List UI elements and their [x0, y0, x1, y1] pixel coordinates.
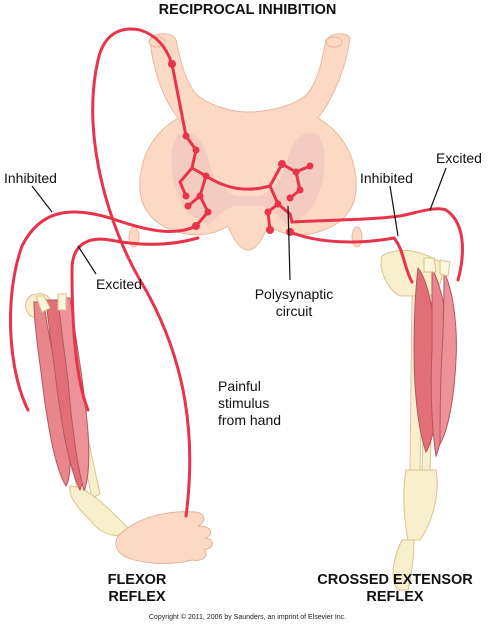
right-extensor-muscle	[413, 257, 457, 458]
label-inhibited-left: Inhibited	[4, 170, 57, 186]
label-excited-left: Excited	[96, 276, 142, 292]
crossed-extensor-line-2: REFLEX	[366, 589, 424, 605]
ventral-root-right	[351, 226, 363, 248]
leader-lines	[31, 167, 447, 281]
sensory-fiber	[91, 27, 192, 518]
copyright-notice: Copyright © 2011, 2006 by Saunders, an i…	[148, 614, 347, 621]
crossed-extensor-reflex-title: CROSSED EXTENSOR REFLEX	[300, 572, 490, 606]
label-inhibited-right: Inhibited	[360, 170, 413, 186]
left-inhibited-fiber	[9, 210, 198, 412]
nerve-pathways	[9, 27, 464, 518]
flexor-reflex-line-2: REFLEX	[108, 589, 166, 605]
label-excited-right: Excited	[436, 150, 482, 166]
left-flexor-muscle	[33, 293, 90, 492]
left-hand	[115, 511, 213, 564]
label-painful-stimulus: Painful stimulus from hand	[218, 378, 281, 429]
grey-matter	[171, 132, 325, 224]
stimulus-line-3: from hand	[218, 412, 282, 428]
polysynaptic-line-2: circuit	[275, 303, 313, 319]
right-excited-fiber	[290, 207, 464, 282]
dorsal-root-right	[325, 36, 343, 48]
polysynaptic-line-1: Polysynaptic	[254, 286, 334, 302]
flexor-reflex-title: FLEXOR REFLEX	[72, 572, 202, 606]
stimulus-line-1: Painful	[218, 378, 261, 394]
flexor-reflex-line-1: FLEXOR	[107, 572, 167, 588]
left-excited-fiber	[70, 236, 200, 412]
right-inhibited-fiber	[288, 230, 414, 284]
synapse-knobs	[168, 60, 314, 236]
crossed-extensor-line-1: CROSSED EXTENSOR	[317, 572, 473, 588]
stimulus-line-2: stimulus	[218, 395, 270, 411]
diagram-title: RECIPROCAL INHIBITION	[158, 2, 337, 18]
label-polysynaptic: Polysynaptic circuit	[238, 286, 350, 320]
